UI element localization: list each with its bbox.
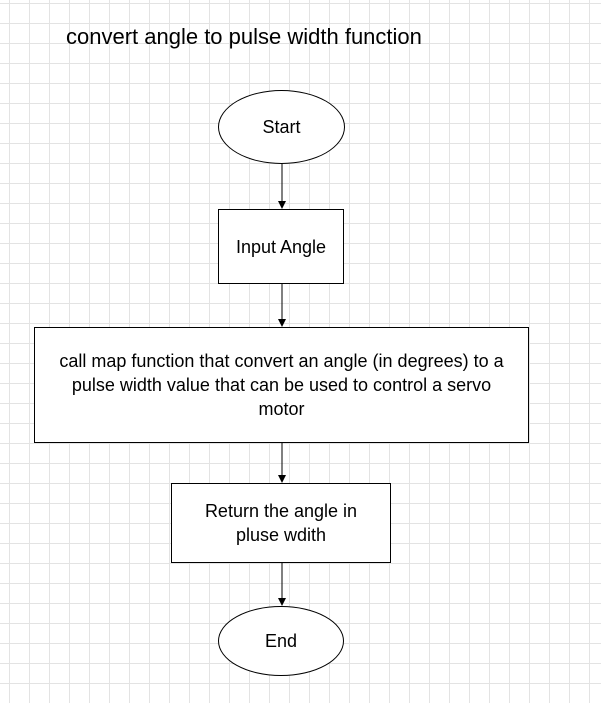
return-label: Return the angle in pluse wdith [204, 501, 358, 545]
edge-process-to-return [278, 443, 286, 483]
input-angle-node: Input Angle [218, 209, 344, 284]
start-label: Start [262, 117, 301, 137]
return-node: Return the angle in pluse wdith [171, 483, 391, 563]
edge-return-to-end [278, 563, 286, 606]
diagram-title: convert angle to pulse width function [66, 24, 422, 49]
map-function-node: call map function that convert an angle … [34, 327, 529, 443]
input-angle-label: Input Angle [235, 236, 327, 257]
edge-input-to-process [278, 284, 286, 327]
start-node: Start [218, 90, 345, 164]
end-label: End [264, 631, 298, 651]
edge-start-to-input [278, 164, 286, 209]
end-node: End [218, 606, 344, 676]
map-function-label: call map function that convert an angle … [59, 351, 504, 419]
